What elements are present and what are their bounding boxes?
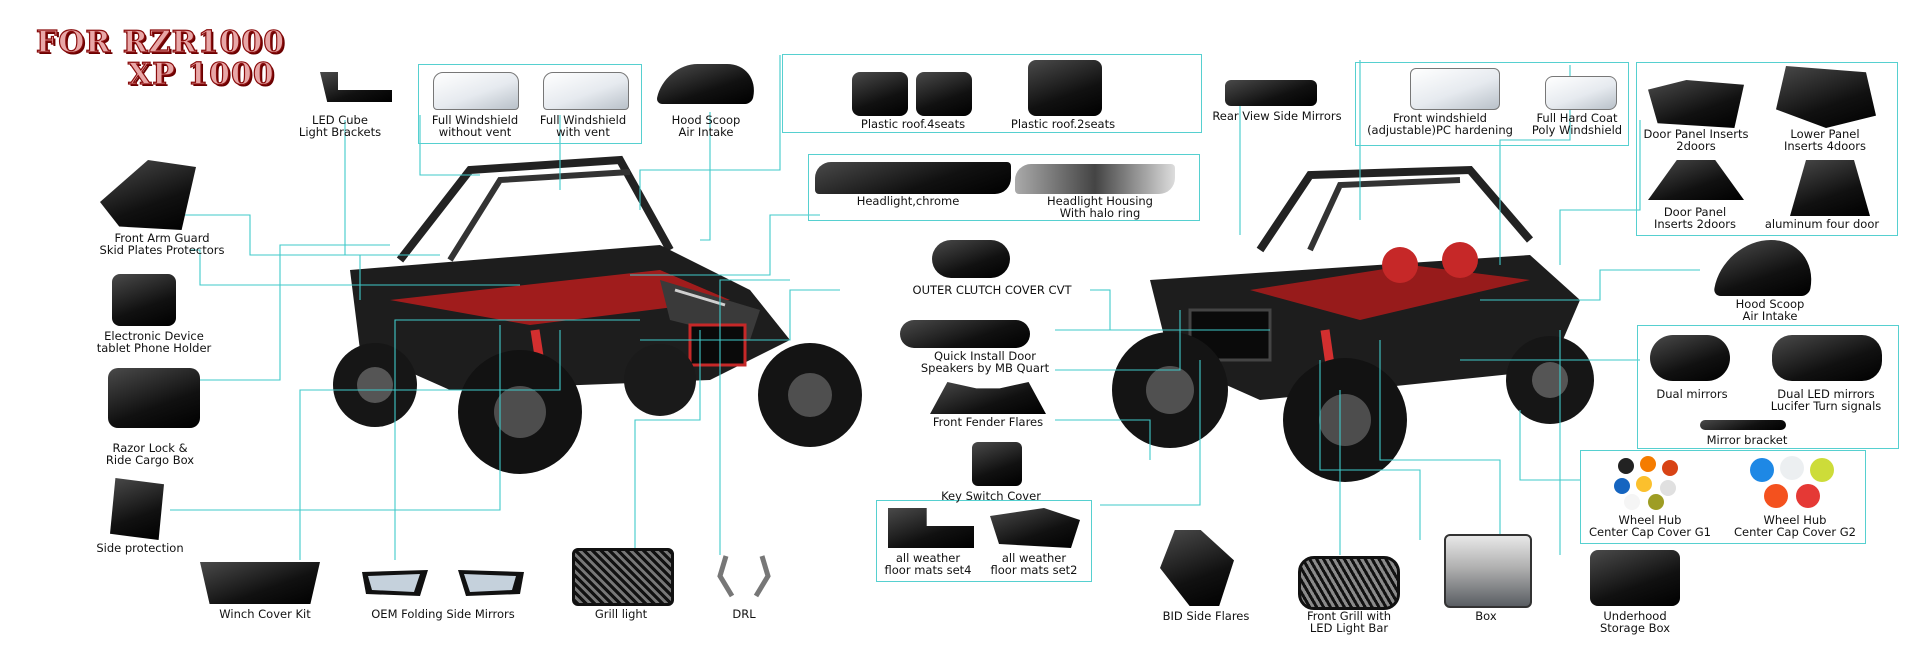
storage-box-image — [1444, 534, 1532, 608]
label-windshield-vent: Full Windshield with vent — [539, 113, 627, 139]
label-drl: DRL — [732, 607, 756, 621]
label-led-cube-brackets: LED Cube Light Brackets — [298, 113, 382, 139]
roof-2-seats-image — [1028, 60, 1102, 116]
label-headlight-chrome: Headlight,chrome — [856, 194, 960, 208]
windshield-vent-image — [543, 72, 629, 110]
mirror-bracket-image — [1700, 420, 1786, 430]
hub-cap-g2-image — [1744, 456, 1840, 510]
label-windshield-no-vent: Full Windshield without vent — [431, 113, 519, 139]
front-windshield-frame — [1355, 62, 1629, 146]
label-box: Box — [1475, 609, 1497, 623]
label-floor-mats-set4: all weather floor mats set4 — [884, 551, 972, 577]
roof-4-seats-image-b — [916, 72, 972, 116]
label-front-grill-led: Front Grill with LED Light Bar — [1306, 609, 1392, 635]
label-door-inserts-2doors: Door Panel Inserts 2doors — [1643, 127, 1749, 153]
label-aluminum-four-door: aluminum four door — [1764, 217, 1880, 231]
front-windshield-adjustable-image — [1410, 68, 1500, 110]
underhood-storage-image — [1590, 550, 1680, 606]
label-mirror-bracket: Mirror bracket — [1706, 433, 1788, 447]
label-rear-view-mirrors: Rear View Side Mirrors — [1212, 109, 1342, 123]
roof-frame — [782, 54, 1202, 133]
label-outer-clutch-cover: OUTER CLUTCH COVER CVT — [912, 283, 1072, 297]
drl-image — [716, 552, 772, 600]
rear-view-mirrors-image — [1225, 80, 1317, 106]
label-door-panel-inserts-2doors: Door Panel Inserts 2doors — [1653, 205, 1737, 231]
label-hub-cap-g2: Wheel Hub Center Cap Cover G2 — [1734, 513, 1856, 539]
roof-4-seats-image-a — [852, 72, 908, 116]
label-front-arm-guard: Front Arm Guard Skid Plates Protectors — [99, 231, 225, 257]
label-oem-folding-mirrors: OEM Folding Side Mirrors — [371, 607, 515, 621]
cargo-box-image — [108, 368, 200, 428]
model-title-line2: XP 1000 — [127, 57, 275, 92]
hard-coat-windshield-image — [1545, 76, 1617, 110]
dual-led-mirrors-image — [1772, 335, 1882, 381]
label-front-windshield-adjustable: Front windshield (adjustable)PC hardenin… — [1367, 111, 1513, 137]
model-title: FOR RZR1000 XP 1000 — [35, 25, 286, 92]
label-grill-light: Grill light — [594, 607, 648, 621]
label-lower-panel-4doors: Lower Panel Inserts 4doors — [1783, 127, 1867, 153]
utv-front-left-view — [333, 155, 862, 474]
floor-mats-frame — [876, 500, 1092, 582]
oem-mirrors-image — [358, 566, 528, 600]
model-title-line1: FOR RZR1000 — [35, 25, 286, 60]
label-phone-holder: Electronic Device tablet Phone Holder — [96, 329, 212, 355]
label-headlight-halo: Headlight Housing With halo ring — [1047, 194, 1153, 220]
label-roof-2-seats: Plastic roof.2seats — [1010, 117, 1116, 131]
winch-cover-image — [200, 562, 320, 604]
side-protection-image — [110, 478, 164, 540]
key-switch-cover-image — [972, 442, 1022, 486]
label-winch-cover-kit: Winch Cover Kit — [219, 607, 311, 621]
label-floor-mats-set2: all weather floor mats set2 — [990, 551, 1078, 577]
front-grill-led-image — [1298, 556, 1400, 610]
grill-light-image — [572, 548, 674, 606]
label-door-speakers: Quick Install Door Speakers by MB Quart — [920, 349, 1050, 375]
mirrors-frame — [1637, 325, 1899, 449]
label-hood-scoop-top: Hood Scoop Air Intake — [671, 113, 741, 139]
label-front-fender-flares: Front Fender Flares — [932, 415, 1044, 429]
headlight-chrome-image — [815, 162, 1011, 194]
label-roof-4-seats: Plastic roof.4seats — [860, 117, 966, 131]
dual-mirrors-image — [1650, 335, 1730, 381]
label-hub-cap-g1: Wheel Hub Center Cap Cover G1 — [1589, 513, 1711, 539]
label-side-protection: Side protection — [96, 541, 184, 555]
aluminum-four-door-image — [1790, 160, 1870, 216]
phone-holder-image — [112, 274, 176, 326]
clutch-cover-image — [932, 240, 1010, 278]
door-speakers-image — [900, 320, 1030, 348]
headlight-frame — [808, 154, 1200, 221]
door-inserts-frame — [1636, 62, 1898, 236]
label-underhood-storage: Underhood Storage Box — [1599, 609, 1671, 635]
label-cargo-box: Razor Lock & Ride Cargo Box — [105, 441, 195, 467]
windshield-frame — [418, 64, 642, 144]
label-key-switch-cover: Key Switch Cover — [941, 489, 1041, 503]
windshield-no-vent-image — [433, 72, 519, 110]
door-inserts-2doors-image — [1648, 80, 1744, 128]
label-hood-scoop-right: Hood Scoop Air Intake — [1735, 297, 1805, 323]
headlight-halo-image — [1015, 164, 1175, 194]
label-dual-led-mirrors: Dual LED mirrors Lucifer Turn signals — [1770, 387, 1882, 413]
label-hard-coat-windshield: Full Hard Coat Poly Windshield — [1531, 111, 1623, 137]
label-bid-side-flares: BID Side Flares — [1162, 609, 1250, 623]
hub-caps-frame — [1580, 450, 1866, 544]
label-dual-mirrors: Dual mirrors — [1656, 387, 1728, 401]
hub-cap-g1-image — [1610, 456, 1690, 510]
